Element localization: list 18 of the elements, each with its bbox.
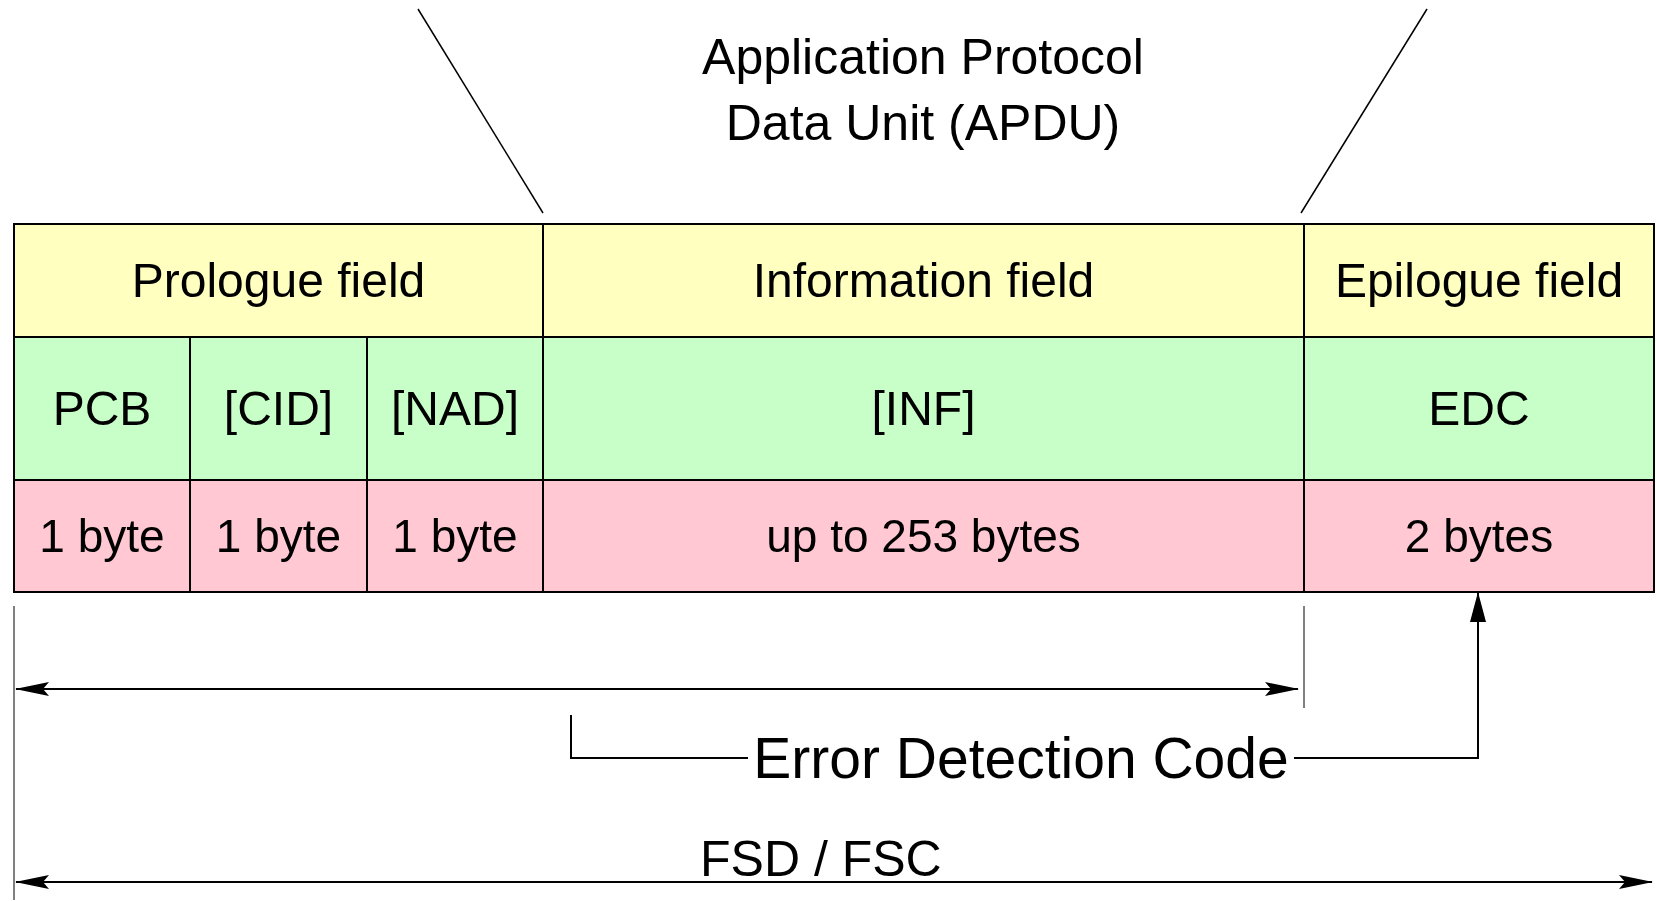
diagram-title: Application Protocol Data Unit (APDU) bbox=[701, 28, 1145, 153]
dimension-label: FSD / FSC bbox=[700, 834, 942, 884]
field-name-cell: [INF] bbox=[542, 336, 1305, 481]
field-size-cell: up to 253 bytes bbox=[542, 479, 1305, 593]
field-size-cell: 1 byte bbox=[13, 479, 191, 593]
field-name-cell: PCB bbox=[13, 336, 191, 481]
field-name-cell: EDC bbox=[1303, 336, 1655, 481]
field-header-cell: Epilogue field bbox=[1303, 223, 1655, 338]
field-name-cell: [CID] bbox=[189, 336, 368, 481]
field-header-cell: Information field bbox=[542, 223, 1305, 338]
field-size-cell: 1 byte bbox=[189, 479, 368, 593]
field-header-cell: Prologue field bbox=[13, 223, 544, 338]
field-size-cell: 2 bytes bbox=[1303, 479, 1655, 593]
field-size-cell: 1 byte bbox=[366, 479, 544, 593]
leader-line bbox=[570, 714, 749, 759]
field-name-cell: [NAD] bbox=[366, 336, 544, 481]
leader-line bbox=[1293, 592, 1486, 759]
leader-label: Error Detection Code bbox=[748, 727, 1294, 789]
